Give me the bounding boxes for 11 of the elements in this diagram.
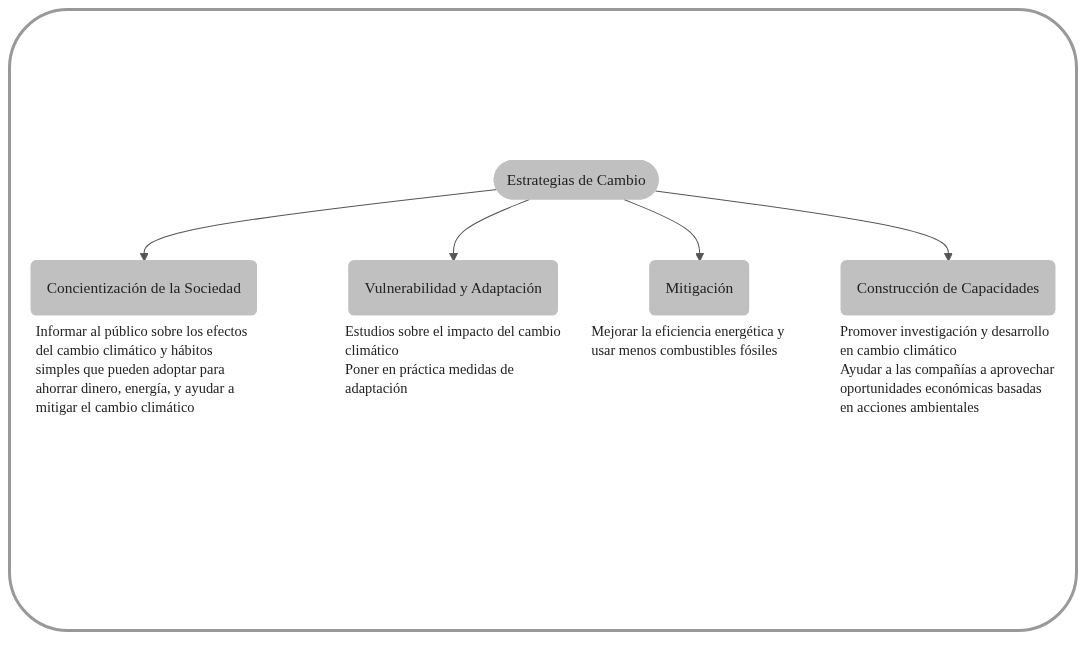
arrow — [655, 190, 953, 262]
note-text: Mejorar la eficiencia energética y usar menos combustibles fósiles — [591, 323, 786, 361]
note-text: Estudios sobre el impacto del cambio climático — [345, 323, 562, 361]
frame-border: Estrategias de Cambio Concientización de la Sociedad Vulnerabilidad y Adaptación Mitigación Construcción de Capacidades Informar al público sobre los efectos del cambio climático y hábitos simples que pueden adoptar para ahorrar dinero, energía, y ayudar a mitigar el cambio climático Estudios sobre el impacto del cambio climático Poner en práctica medidas de adaptación Mejorar la eficiencia energética y usar menos combustibles fósiles Promover investigación y desarrollo en cambio climático Ayudar a las compañías a aprovechar oportunidades económicas basadas en acciones ambientales — [8, 8, 1078, 632]
arrow — [449, 199, 530, 262]
arrow — [139, 189, 498, 262]
arrow — [623, 199, 705, 262]
note-text: Informar al público sobre los efectos del cambio climático y hábitos simples que pueden adoptar para ahorrar dinero, energía, y ayudar a mitigar el cambio climático — [35, 323, 249, 417]
note-text: Promover investigación y desarrollo en cambio climático — [839, 323, 1051, 361]
note-text: Poner en práctica medidas de adaptación — [345, 360, 515, 398]
note-text: Ayudar a las compañías a aprovechar oportunidades económicas basadas en acciones ambientales — [839, 360, 1056, 417]
